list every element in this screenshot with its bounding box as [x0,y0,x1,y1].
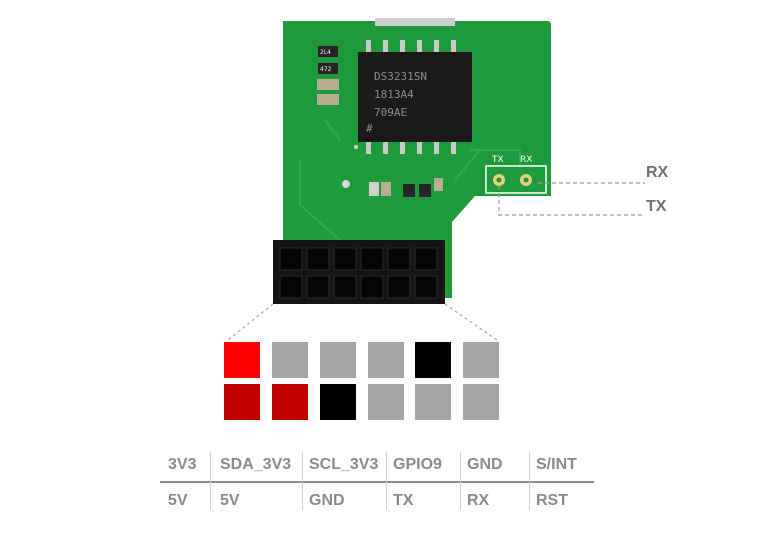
chip-marking-line-3: 709AE [374,106,407,119]
pin-label-top-2: SDA_3V3 [220,456,292,473]
pin-square [463,384,499,420]
tx-callout-line [498,186,645,216]
smd-components [317,46,443,197]
column-separator [302,452,303,510]
column-separator [460,452,461,510]
pin-square [320,342,356,378]
pin-square [224,342,260,378]
pin-square [415,342,451,378]
chip-marking-line-1: DS3231SN [374,70,427,83]
smd-label-2: 472 [320,66,332,73]
zoom-line-right [444,303,498,341]
pin-label-bottom-1: 5V [168,492,188,509]
pin-square [463,342,499,378]
pcb-traces [299,119,521,241]
pin-square [368,342,404,378]
tx-callout-label: TX [646,198,667,215]
chip-marking-line-4: # [366,122,373,135]
pin-label-top-4: GPIO9 [393,456,442,473]
rx-callout-label: RX [646,164,669,181]
pin-label-top-1: 3V3 [168,456,197,473]
pin-label-bottom-5: RX [467,492,490,509]
pin-square [415,384,451,420]
pin-square [272,384,308,420]
chip-marking-line-2: 1813A4 [374,88,414,101]
column-separator [386,452,387,510]
pin-label-table: 3V3 SDA_3V3 SCL_3V3 GPIO9 GND S/INT 5V 5… [160,450,594,512]
rtc-chip [358,40,472,154]
top-connector [375,18,455,26]
pin-square [368,384,404,420]
pin-label-bottom-6: RST [536,492,568,509]
pin-header [273,240,445,304]
rx-silk-label: RX [520,155,532,165]
pin-square [320,384,356,420]
pin-label-top-6: S/INT [536,456,577,473]
uart-header-outline [485,165,547,194]
pin-square [272,342,308,378]
pin-label-bottom-3: GND [309,492,345,509]
column-separator [210,452,211,510]
pin-table-divider [160,481,594,483]
tx-silk-label: TX [491,155,504,165]
pin-label-bottom-4: TX [393,492,414,509]
pcb-board [283,21,551,298]
smd-label-1: 2L4 [320,49,331,56]
pin-label-top-5: GND [467,456,503,473]
pin-label-top-3: SCL_3V3 [309,456,379,473]
pin-square [224,384,260,420]
zoom-line-left [227,303,274,341]
pin-label-bottom-2: 5V [220,492,240,509]
column-separator [529,452,530,510]
